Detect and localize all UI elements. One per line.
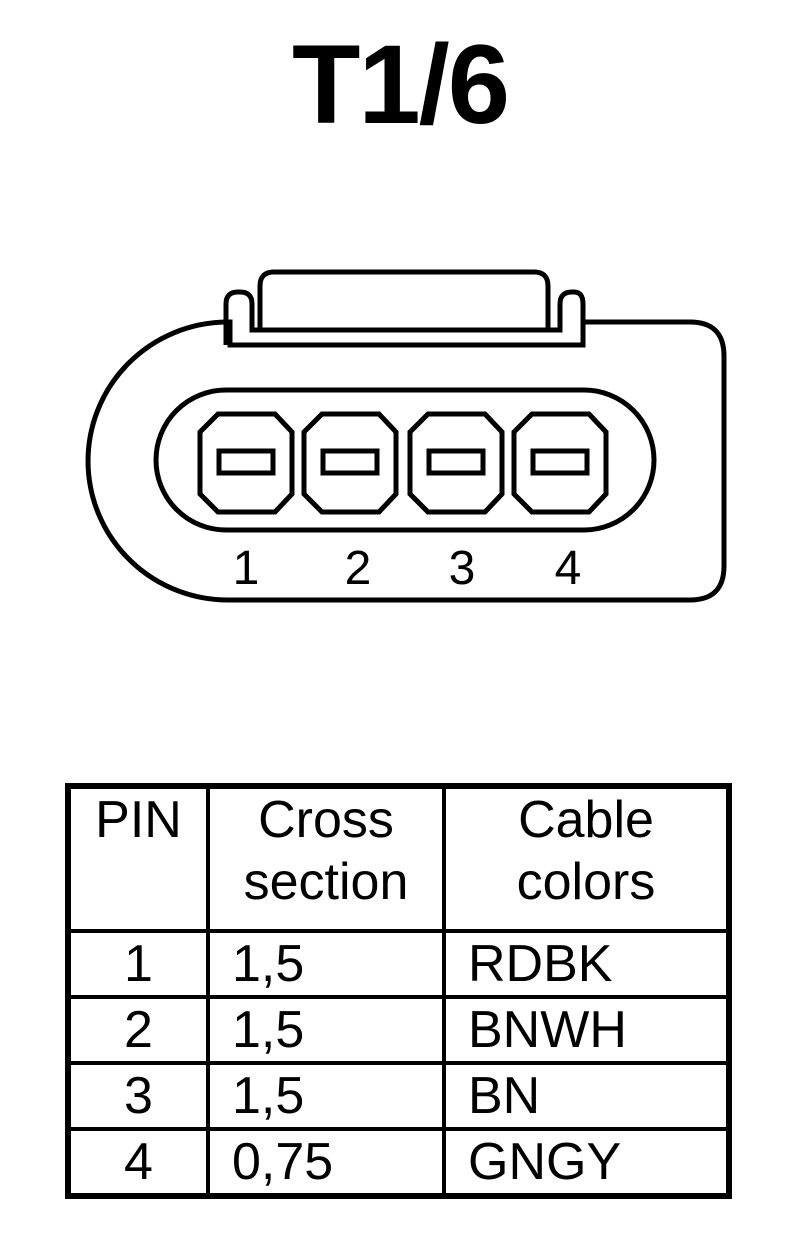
cell-cable-color: RDBK <box>442 929 731 999</box>
table-row: 3 1,5 BN <box>66 1061 731 1131</box>
cell-cross-section: 0,75 <box>206 1127 446 1198</box>
header-cross-section: Cross section <box>206 784 446 933</box>
header-pin: PIN <box>66 784 210 933</box>
table-row: 2 1,5 BNWH <box>66 995 731 1065</box>
pin-label-2: 2 <box>345 542 372 595</box>
pin-2-terminal <box>301 411 399 515</box>
pin-3-terminal <box>407 411 505 515</box>
pin-cavity <box>153 387 657 533</box>
cell-cross-section: 1,5 <box>206 1061 446 1131</box>
table-row: 1 1,5 RDBK <box>66 929 731 999</box>
pin-label-4: 4 <box>555 542 582 595</box>
cell-pin: 2 <box>66 995 210 1065</box>
pin-1-terminal <box>197 411 295 515</box>
table-row: 4 0,75 GNGY <box>66 1127 731 1198</box>
cell-cross-section: 1,5 <box>206 995 446 1065</box>
cell-cable-color: BNWH <box>442 995 731 1065</box>
pin-label-1: 1 <box>233 542 260 595</box>
connector-diagram: 1 2 3 4 <box>85 269 727 603</box>
cell-cable-color: BN <box>442 1061 731 1131</box>
connector-housing <box>85 319 727 603</box>
header-cable-colors: Cable colors <box>442 784 731 933</box>
cell-pin: 4 <box>66 1127 210 1198</box>
cell-cross-section: 1,5 <box>206 929 446 999</box>
connector-latch <box>223 269 586 345</box>
cell-pin: 1 <box>66 929 210 999</box>
cell-cable-color: GNGY <box>442 1127 731 1198</box>
table-header-row: PIN Cross section Cable colors <box>66 784 731 933</box>
cell-pin: 3 <box>66 1061 210 1131</box>
pin-label-3: 3 <box>449 542 476 595</box>
pin-4-terminal <box>511 411 609 515</box>
connector-title: T1/6 <box>291 22 510 147</box>
pin-assignment-table: PIN Cross section Cable colors 1 1,5 RDB… <box>65 783 732 1199</box>
